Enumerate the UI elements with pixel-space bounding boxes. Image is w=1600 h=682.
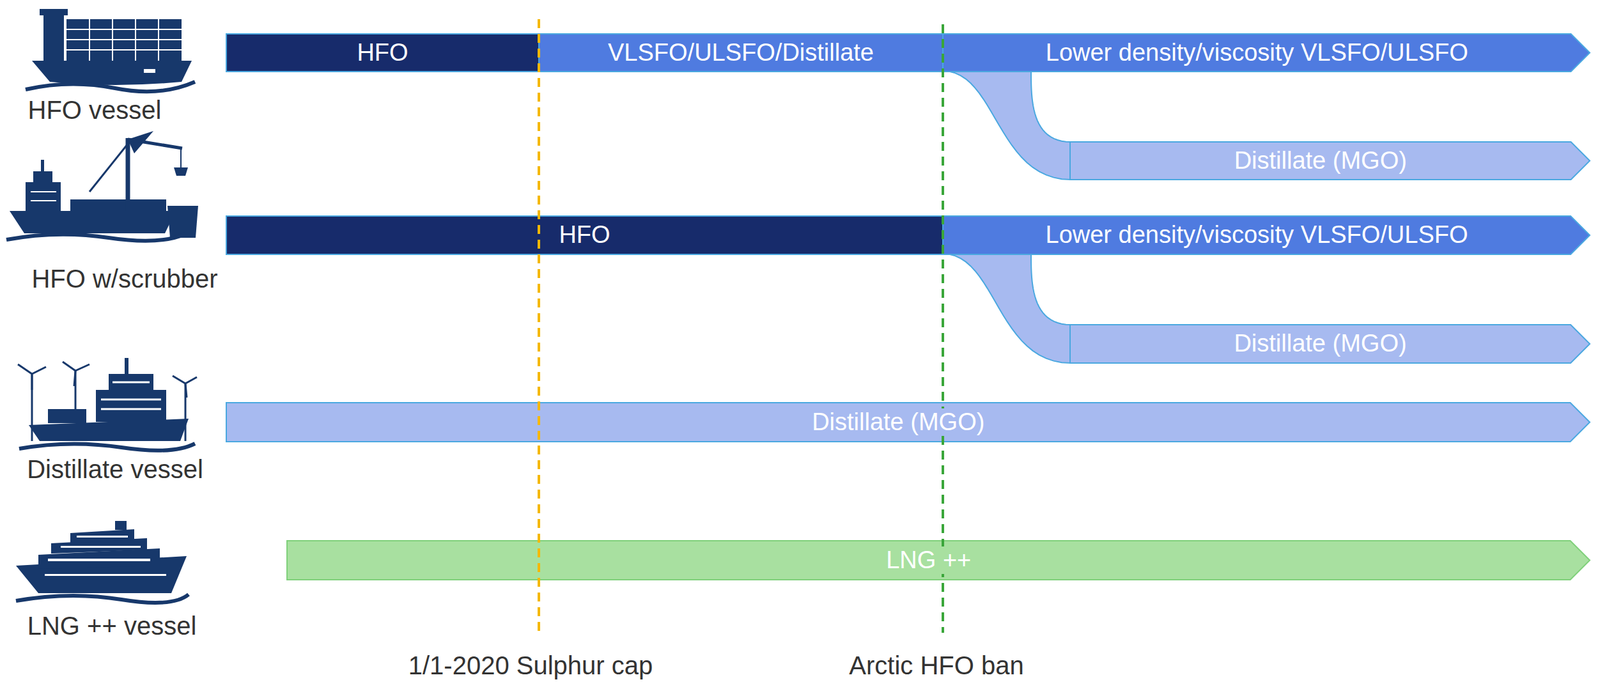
bar-outline <box>942 33 1590 72</box>
bar-outline <box>287 540 1590 580</box>
bar-outline <box>226 33 539 72</box>
branch-band <box>942 253 1071 364</box>
fuel-bar: Distillate (MGO) <box>1070 324 1590 364</box>
fuel-bar: Distillate (MGO) <box>226 402 1590 442</box>
fuel-label: Lower density/viscosity VLSFO/ULSFO <box>1043 38 1471 68</box>
milestone-label: Arctic HFO ban <box>848 650 1024 681</box>
fuel-bar: Lower density/viscosity VLSFO/ULSFO <box>942 216 1590 255</box>
bar-outline <box>1070 141 1590 180</box>
fuel-label: Distillate (MGO) <box>1231 147 1410 176</box>
fuel-bar: HFO <box>226 33 539 72</box>
fuel-bar: Lower density/viscosity VLSFO/ULSFO <box>942 33 1590 72</box>
bar-outline <box>226 216 943 255</box>
vessel-label: HFO vessel <box>28 95 162 125</box>
fuel-label: VLSFO/ULSFO/Distillate <box>605 38 877 68</box>
milestone-label: 1/1-2020 Sulphur cap <box>408 650 654 681</box>
fuel-bar: HFO <box>226 216 943 255</box>
offshore-vessel-icon <box>17 357 197 451</box>
fuel-label: LNG ++ <box>883 546 974 575</box>
bar-outline <box>538 33 943 72</box>
fuel-label: HFO <box>556 221 613 250</box>
fuel-bar: LNG ++ <box>287 540 1590 580</box>
container-ship-icon <box>25 8 195 92</box>
fuel-label: HFO <box>354 38 411 68</box>
bar-outline <box>942 216 1590 255</box>
vessel-label: LNG ++ vessel <box>27 611 197 641</box>
fuel-bar: VLSFO/ULSFO/Distillate <box>538 33 943 72</box>
cruise-ship-icon <box>15 520 189 603</box>
vessel-label: HFO w/scrubber <box>31 264 218 294</box>
bar-outline <box>226 402 1590 442</box>
vessel-label: Distillate vessel <box>26 454 204 484</box>
fuel-label: Distillate (MGO) <box>1231 329 1409 358</box>
bar-outline <box>1070 324 1590 364</box>
fuel-label: Lower density/viscosity VLSFO/ULSFO <box>1043 221 1471 250</box>
branch-band <box>942 70 1071 180</box>
fuel-bar: Distillate (MGO) <box>1070 141 1590 180</box>
fuel-label: Distillate (MGO) <box>809 408 987 437</box>
bulk-carrier-icon <box>6 131 199 241</box>
